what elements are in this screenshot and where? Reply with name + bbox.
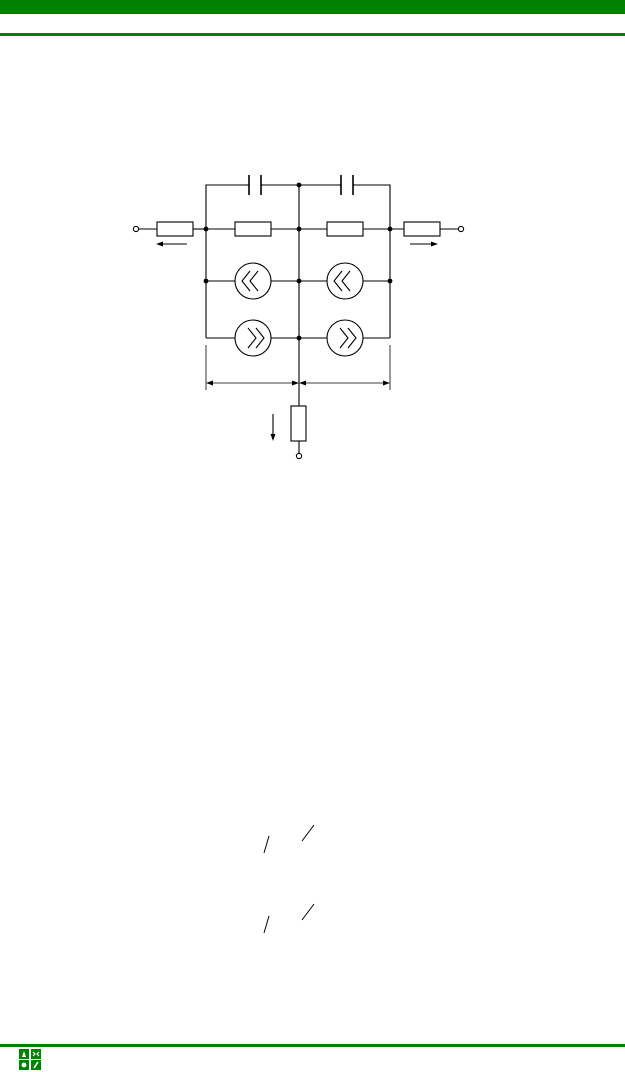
valve-right-lower — [326, 319, 364, 357]
slash-mark — [263, 835, 270, 854]
header-bar — [0, 0, 625, 14]
resistor-left — [234, 221, 272, 237]
slash-mark — [263, 915, 270, 934]
capacitor-right — [339, 175, 355, 195]
footer-rule — [0, 1044, 625, 1047]
publisher-logo-icon — [19, 1049, 41, 1070]
slash-mark — [301, 824, 315, 842]
port-left — [132, 225, 140, 233]
valve-left-lower — [234, 319, 272, 357]
resistor-right — [326, 221, 364, 237]
valve-right-upper — [326, 262, 364, 300]
resistor-input-left — [156, 221, 194, 237]
port-bottom — [295, 452, 303, 460]
port-right — [457, 225, 465, 233]
slash-mark — [301, 903, 315, 921]
valve-left-upper — [234, 262, 272, 300]
resistor-input-right — [403, 221, 441, 237]
resistor-bottom — [290, 405, 307, 442]
capacitor-left — [247, 175, 263, 195]
header-rule — [0, 33, 625, 36]
